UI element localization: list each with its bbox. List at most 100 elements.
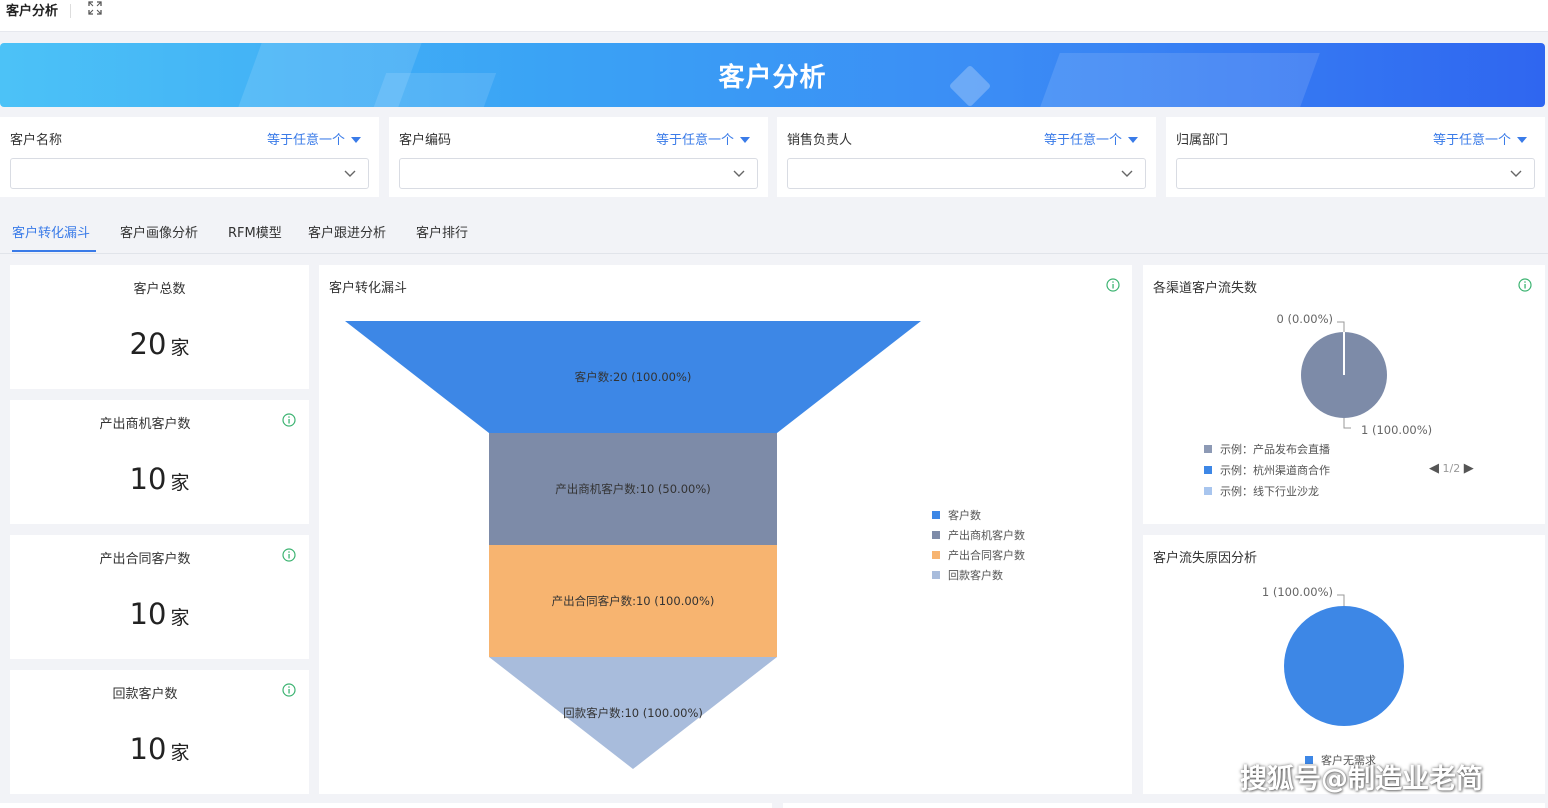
chart-title: 各渠道客户流失数	[1153, 281, 1258, 296]
legend-swatch	[932, 551, 940, 559]
active-tab-indicator	[12, 250, 96, 252]
label-leader	[1337, 594, 1345, 606]
filter-department: 归属部门 等于任意一个	[1166, 117, 1545, 197]
pie-label: 0 (0.00%)	[1277, 312, 1333, 326]
divider	[70, 4, 71, 18]
filter-select[interactable]	[1176, 158, 1535, 189]
filter-customer-code: 客户编码 等于任意一个	[389, 117, 768, 197]
funnel-segment[interactable]	[489, 545, 777, 657]
chart-title: 客户流失原因分析	[1153, 551, 1258, 566]
label-leader	[1337, 321, 1345, 332]
channel-loss-pie: 0 (0.00%) 1 (100.00%)	[1277, 312, 1433, 437]
legend-swatch	[1305, 756, 1313, 764]
filter-select[interactable]	[10, 158, 369, 189]
stat-title: 回款客户数	[112, 687, 178, 702]
page-title: 客户分析	[6, 4, 59, 19]
channel-loss-card: 各渠道客户流失数 0 (0.00%) 1 (100.00%) 示例：产品发布会直…	[1143, 265, 1545, 524]
watermark: 搜狐号@制造业老简	[1240, 764, 1483, 795]
funnel-segment[interactable]	[489, 657, 777, 769]
tab-follow-up-analysis[interactable]: 客户跟进分析	[308, 226, 387, 241]
bottom-panel	[0, 803, 772, 808]
funnel-label: 产出商机客户数:10 (50.00%)	[555, 482, 711, 496]
legend-item[interactable]: 客户数	[932, 507, 981, 523]
legend-item[interactable]: 产出商机客户数	[932, 527, 1025, 543]
funnel-segment[interactable]	[489, 433, 777, 545]
tab-customer-ranking[interactable]: 客户排行	[416, 226, 469, 241]
funnel-chart: 客户数:20 (100.00%) 产出商机客户数:10 (50.00%) 产出合同客…	[345, 321, 921, 769]
caret-down-icon	[1128, 137, 1138, 143]
caret-down-icon	[1517, 137, 1527, 143]
funnel-segment[interactable]	[345, 321, 921, 433]
tab-customer-profile[interactable]: 客户画像分析	[120, 226, 199, 241]
filter-label: 客户编码	[399, 133, 452, 148]
pie-label: 1 (100.00%)	[1262, 585, 1333, 599]
stat-title: 客户总数	[133, 282, 186, 297]
info-icon[interactable]	[1518, 278, 1532, 292]
legend-item[interactable]: 示例：产品发布会直播	[1204, 441, 1330, 457]
filter-operator-dropdown[interactable]: 等于任意一个	[1044, 129, 1138, 148]
info-icon[interactable]	[282, 683, 296, 697]
top-bar: 客户分析	[0, 0, 1548, 32]
filter-select[interactable]	[787, 158, 1146, 189]
filter-customer-name: 客户名称 等于任意一个	[0, 117, 379, 197]
legend-item[interactable]: 客户无需求	[1305, 752, 1376, 768]
funnel-label: 客户数:20 (100.00%)	[575, 370, 692, 384]
chevron-down-icon	[733, 170, 745, 177]
tab-rfm-model[interactable]: RFM模型	[228, 226, 282, 241]
filter-select[interactable]	[399, 158, 758, 189]
pie-label: 1 (100.00%)	[1361, 423, 1432, 437]
filter-operator-dropdown[interactable]: 等于任意一个	[267, 129, 361, 148]
funnel-label: 回款客户数:10 (100.00%)	[563, 706, 703, 720]
loss-reason-pie: 1 (100.00%)	[1262, 585, 1404, 726]
legend-pager: ◀ 1/2 ▶	[1429, 461, 1474, 476]
funnel-label: 产出合同客户数:10 (100.00%)	[552, 594, 715, 608]
caret-down-icon	[740, 137, 750, 143]
legend-item[interactable]: 产出合同客户数	[932, 547, 1025, 563]
stat-title: 产出商机客户数	[99, 417, 191, 432]
info-icon[interactable]	[282, 548, 296, 562]
expand-icon[interactable]	[88, 1, 102, 15]
header-banner: 客户分析	[0, 43, 1545, 107]
legend-item[interactable]: 示例：杭州渠道商合作	[1204, 462, 1330, 478]
info-icon[interactable]	[1106, 278, 1120, 292]
bottom-panel	[783, 803, 1545, 808]
chart-title: 客户转化漏斗	[329, 281, 408, 296]
pie-slice[interactable]	[1284, 606, 1404, 726]
filter-label: 客户名称	[10, 133, 63, 148]
banner-title: 客户分析	[718, 63, 827, 93]
loss-reason-card: 客户流失原因分析 1 (100.00%) 客户无需求	[1143, 535, 1545, 794]
caret-down-icon	[351, 137, 361, 143]
legend-swatch	[1204, 466, 1212, 474]
legend-swatch	[932, 531, 940, 539]
chevron-down-icon	[344, 170, 356, 177]
chevron-down-icon	[1121, 170, 1133, 177]
legend-item[interactable]: 回款客户数	[932, 567, 1003, 583]
label-leader	[1343, 418, 1351, 429]
chevron-down-icon	[1510, 170, 1522, 177]
tab-bar: 客户转化漏斗 客户画像分析 RFM模型 客户跟进分析 客户排行	[0, 212, 1548, 254]
info-icon[interactable]	[282, 413, 296, 427]
prev-page-icon[interactable]: ◀	[1429, 461, 1439, 476]
filter-label: 归属部门	[1176, 133, 1229, 148]
stat-title: 产出合同客户数	[99, 552, 191, 567]
next-page-icon[interactable]: ▶	[1463, 461, 1474, 476]
funnel-chart-card: 客户转化漏斗 客户数:20 (100.00%) 产出商机客户数:10 (50.00…	[319, 265, 1132, 794]
legend-swatch	[1204, 487, 1212, 495]
filter-operator-dropdown[interactable]: 等于任意一个	[656, 129, 750, 148]
filter-operator-dropdown[interactable]: 等于任意一个	[1433, 129, 1527, 148]
filter-label: 销售负责人	[787, 133, 853, 148]
tab-conversion-funnel[interactable]: 客户转化漏斗	[12, 226, 91, 241]
filter-sales-owner: 销售负责人 等于任意一个	[777, 117, 1156, 197]
legend-swatch	[932, 571, 940, 579]
legend-swatch	[1204, 445, 1212, 453]
legend-item[interactable]: 示例：线下行业沙龙	[1204, 483, 1319, 499]
legend-swatch	[932, 511, 940, 519]
